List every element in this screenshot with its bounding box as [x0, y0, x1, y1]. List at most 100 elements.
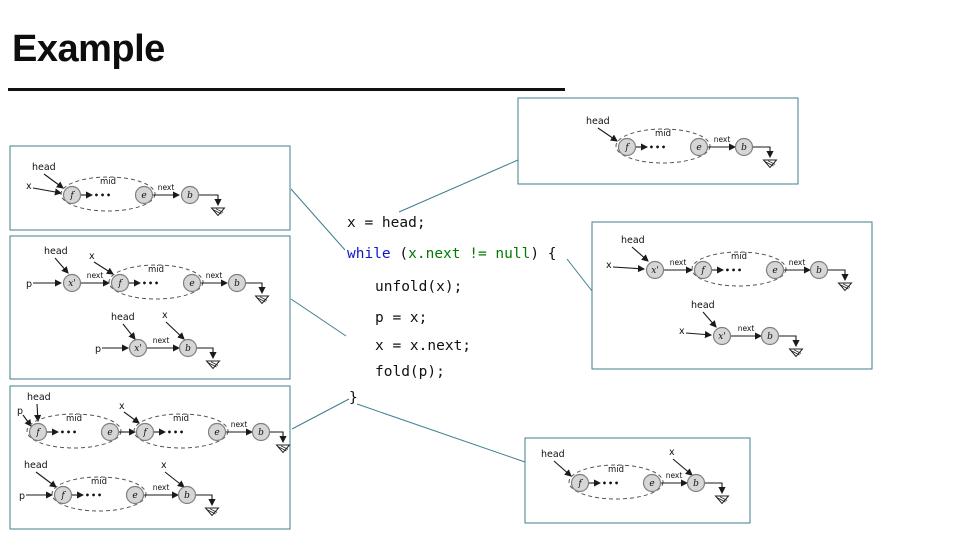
mid-ellipse	[26, 413, 122, 449]
node-e	[182, 273, 202, 293]
next-label: next	[666, 471, 683, 480]
connector-line	[291, 398, 350, 430]
node-x-prime	[645, 260, 665, 280]
code-line-fold: fold(p);	[375, 364, 445, 380]
mid-label: mid	[66, 414, 82, 424]
arrow	[197, 347, 217, 360]
node-b	[178, 338, 198, 358]
node-b	[180, 185, 200, 205]
node-label: b	[234, 279, 240, 289]
node-b	[251, 422, 271, 442]
diagram-final-state: head mid f ••• e x next b	[524, 437, 751, 524]
node-label: f	[35, 428, 41, 438]
node-label: b	[258, 428, 264, 438]
slide-title: Example	[12, 28, 165, 70]
node-f	[28, 422, 48, 442]
code-line-assign-head: x = head;	[347, 215, 426, 231]
node-x-prime	[62, 273, 82, 293]
arrow	[123, 411, 140, 424]
node-e	[765, 260, 785, 280]
next-label: next	[789, 258, 806, 267]
head-label: head	[27, 392, 51, 403]
node-b	[177, 485, 197, 505]
connector-line	[356, 403, 526, 463]
arrow	[270, 431, 287, 444]
node-x-prime	[712, 326, 732, 346]
arrow	[93, 261, 114, 275]
mid-label: mid	[655, 129, 671, 139]
node-label: x'	[718, 332, 726, 342]
dots: •••	[167, 428, 185, 437]
next-label: next	[206, 271, 223, 280]
arrow	[828, 269, 849, 282]
code-line-close-brace: }	[349, 390, 358, 406]
p-label: p	[95, 344, 101, 355]
while-close-brace: ) {	[530, 246, 557, 262]
diagram-unfold-step: head x x' next mid f ••• e next b head x…	[591, 221, 873, 370]
node-label: f	[624, 143, 630, 153]
node-f	[110, 273, 130, 293]
node-label: b	[184, 491, 190, 501]
p-label: p	[19, 491, 25, 502]
arrow	[122, 323, 136, 340]
arrow	[553, 460, 572, 477]
next-label: next	[153, 336, 170, 345]
mid-label: mid	[148, 265, 164, 275]
mid-ellipse	[60, 176, 156, 212]
while-open-paren: (	[390, 246, 409, 262]
node-label: b	[767, 332, 773, 342]
x-label: x	[162, 310, 168, 321]
node-label: e	[214, 428, 219, 438]
connector-line	[290, 298, 347, 337]
dots: •••	[94, 191, 112, 200]
connector-line	[566, 258, 593, 292]
arrow	[246, 282, 266, 295]
node-label: e	[189, 279, 194, 289]
state-box-border	[9, 385, 291, 530]
next-label: next	[231, 420, 248, 429]
code-line-p-assign: p = x;	[375, 310, 428, 326]
node-label: f	[700, 266, 706, 276]
node-b	[734, 137, 754, 157]
node-label: x'	[134, 344, 142, 354]
while-condition: x.next != null	[408, 246, 531, 262]
node-label: e	[772, 266, 777, 276]
arrow	[54, 257, 69, 274]
x-label: x	[161, 460, 167, 471]
x-label: x	[26, 181, 32, 192]
x-label: x	[119, 401, 125, 412]
state-box-border	[9, 145, 291, 231]
arrow	[43, 173, 64, 189]
node-label: f	[69, 191, 75, 201]
mid-label: mid	[608, 465, 624, 475]
x-label: x	[606, 260, 612, 271]
node-b	[686, 473, 706, 493]
arrow	[32, 187, 63, 196]
arrow	[702, 311, 717, 328]
x-label: x	[89, 251, 95, 262]
node-e	[689, 137, 709, 157]
node-f	[617, 137, 637, 157]
mid-ellipse	[51, 476, 147, 512]
mid-label: mid	[731, 252, 747, 262]
code-line-x-advance: x = x.next;	[375, 338, 472, 354]
arrow	[631, 246, 649, 262]
connector-line	[398, 159, 519, 213]
arrow	[685, 330, 713, 339]
arrow	[597, 127, 618, 142]
code-line-unfold: unfold(x);	[375, 279, 463, 295]
dots: •••	[85, 491, 103, 500]
node-label: f	[142, 428, 148, 438]
node-label: e	[107, 428, 112, 438]
head-label: head	[24, 460, 48, 471]
mid-ellipse	[108, 264, 204, 300]
connector-line	[290, 188, 346, 251]
next-label: next	[87, 271, 104, 280]
node-label: x'	[68, 279, 76, 289]
node-label: f	[60, 491, 66, 501]
state-box-border	[9, 235, 291, 380]
node-f	[62, 185, 82, 205]
node-b	[227, 273, 247, 293]
node-e	[642, 473, 662, 493]
